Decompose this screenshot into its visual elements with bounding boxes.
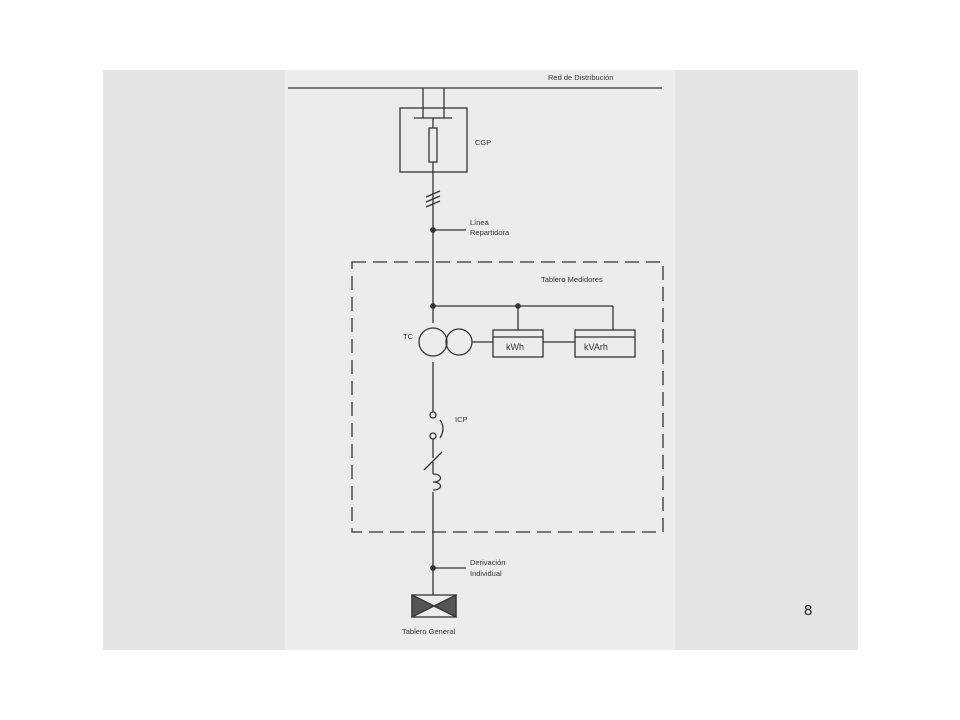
conductor-hash-2 bbox=[425, 195, 441, 203]
kwh-meter-label: kWh bbox=[506, 342, 524, 352]
kvarh-meter-label: kVArh bbox=[584, 342, 608, 352]
meter-panel-enclosure bbox=[351, 261, 664, 533]
icp-switch-blade bbox=[439, 419, 444, 439]
branch-label-2: Individual bbox=[470, 569, 502, 578]
icp-contact-top bbox=[429, 411, 437, 419]
feeder-line-label-1: Línea bbox=[470, 218, 490, 227]
meter-panel-label: Tablero Medidores bbox=[541, 275, 603, 284]
current-transformer-primary bbox=[418, 327, 448, 357]
kvarh-meter bbox=[574, 329, 636, 358]
breaker-diagonal bbox=[423, 451, 443, 471]
main-panel-label: Tablero General bbox=[402, 627, 456, 636]
slide-background bbox=[103, 70, 858, 650]
cgp-label: CGP bbox=[475, 138, 491, 147]
icp-label: ICP bbox=[455, 415, 468, 424]
fuse-symbol bbox=[428, 127, 438, 163]
tc-label: TC bbox=[403, 332, 414, 341]
distribution-network-label: Red de Distribución bbox=[548, 73, 613, 82]
icp-contact-bottom bbox=[429, 432, 437, 440]
thermal-coil bbox=[432, 473, 442, 491]
main-panel-fill bbox=[411, 593, 457, 619]
scanned-figure-area bbox=[285, 70, 675, 650]
page-number: 8 bbox=[804, 602, 813, 619]
feeder-line-label-2: Repartidora bbox=[470, 228, 510, 237]
branch-label-1: Derivación bbox=[470, 558, 505, 567]
kwh-meter bbox=[492, 329, 544, 358]
conductor-hash-3 bbox=[425, 200, 441, 208]
current-transformer-secondary bbox=[445, 328, 473, 356]
conductor-hash-1 bbox=[425, 190, 441, 198]
